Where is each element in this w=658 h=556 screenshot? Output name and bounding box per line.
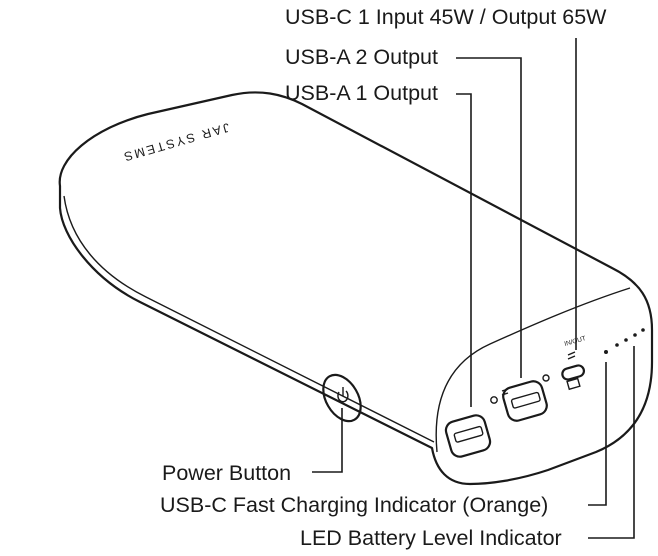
usb-c-port: IN/OUT	[561, 335, 587, 391]
battery-led-3	[633, 333, 637, 337]
power-bank-body	[58, 91, 654, 486]
label-power-button: Power Button	[162, 461, 291, 485]
brand-logo-text: JAR SYSTEMS	[120, 120, 231, 164]
leader-lines	[312, 38, 635, 539]
label-battery-indicator: LED Battery Level Indicator	[300, 526, 562, 550]
power-button	[322, 373, 362, 423]
label-fast-charge-indicator: USB-C Fast Charging Indicator (Orange)	[160, 493, 548, 517]
battery-led-4	[641, 328, 645, 332]
power-icon	[337, 387, 349, 403]
usb-a-port-2	[502, 380, 548, 422]
battery-level-leds	[615, 328, 645, 347]
battery-led-1	[615, 343, 619, 347]
front-face: IN/OUT	[444, 328, 645, 458]
label-usb-c: USB-C 1 Input 45W / Output 65W	[285, 5, 607, 29]
usb-c-marking: IN/OUT	[564, 335, 587, 348]
label-usb-a-2: USB-A 2 Output	[285, 45, 438, 69]
usb-a-port-1	[444, 414, 492, 458]
battery-led-2	[624, 338, 628, 342]
fast-charge-indicator-led	[604, 350, 608, 354]
label-usb-a-1: USB-A 1 Output	[285, 81, 438, 105]
usb-a-markings	[490, 374, 550, 404]
